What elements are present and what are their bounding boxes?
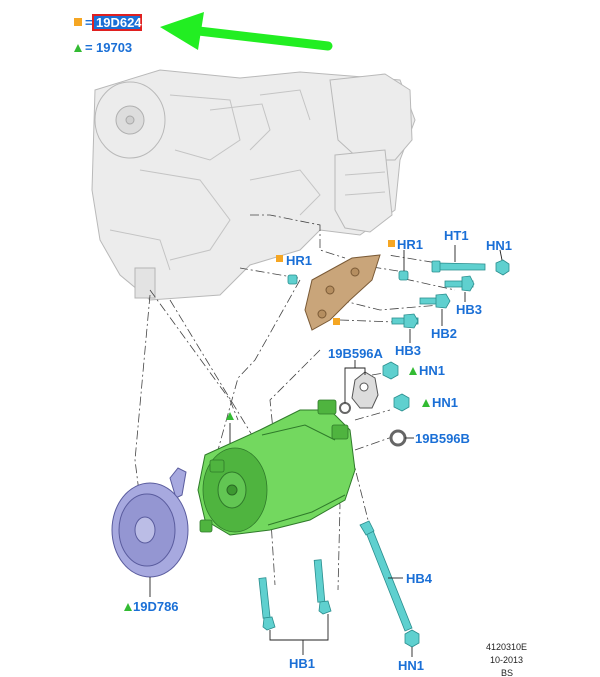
square-marker-icon — [388, 240, 395, 247]
square-marker-icon — [276, 255, 283, 262]
label-hr1-left: HR1 — [286, 253, 312, 268]
triangle-marker-icon — [124, 603, 132, 611]
label-ht1: HT1 — [444, 228, 469, 243]
legend-triangle-code: 19703 — [96, 40, 132, 55]
drawing-date: 10-2013 — [490, 655, 523, 665]
arrow-icon — [160, 12, 333, 51]
triangle-marker-icon — [409, 367, 417, 375]
bracket — [304, 254, 381, 331]
engine-block — [91, 69, 416, 301]
legend: = 19D624 = 19703 — [74, 14, 142, 55]
clutch-pulley — [111, 467, 189, 611]
drawing-reference: 4120310E 10-2013 BS — [486, 642, 527, 677]
bracket-bolts — [276, 240, 409, 285]
label-hb3-b: HB3 — [395, 343, 421, 358]
triangle-marker-icon — [74, 44, 82, 52]
oring-19b596b — [389, 429, 407, 447]
legend-square-code: 19D624 — [96, 15, 142, 30]
bolt-hb3-b — [391, 313, 419, 343]
nut-hn1-mid-b — [393, 393, 430, 412]
legend-square-equals: = — [85, 15, 93, 30]
drawing-code: 4120310E — [486, 642, 527, 652]
part-labels: HR1 HR1 HT1 HN1 HB3 HB2 HB3 19B596A HN1 … — [133, 228, 512, 673]
stud-ht1 — [431, 245, 486, 273]
label-19b596b: 19B596B — [415, 431, 470, 446]
label-hn1-top: HN1 — [486, 238, 512, 253]
legend-triangle-equals: = — [85, 40, 93, 55]
nut-hn1-bottom — [404, 629, 420, 657]
label-hb1: HB1 — [289, 656, 315, 671]
triangle-marker-icon — [422, 399, 430, 407]
label-hb3-a: HB3 — [456, 302, 482, 317]
bolt-hb3-a — [444, 275, 475, 302]
ac-compressor — [197, 399, 356, 536]
label-hn1-mid-a: HN1 — [419, 363, 445, 378]
bolt-hb1-pair — [258, 559, 332, 655]
label-hr1-right: HR1 — [397, 237, 423, 252]
label-hn1-bottom: HN1 — [398, 658, 424, 673]
label-hn1-mid-b: HN1 — [432, 395, 458, 410]
nut-hn1-top — [495, 249, 510, 276]
label-hb4: HB4 — [406, 571, 433, 586]
bolt-hb2 — [419, 293, 451, 326]
drawing-initials: BS — [501, 668, 513, 677]
square-marker-icon — [333, 318, 340, 325]
triangle-marker-icon — [226, 412, 234, 420]
label-19d786: 19D786 — [133, 599, 179, 614]
square-marker-icon — [74, 18, 82, 26]
highlight-box — [92, 14, 142, 31]
nut-hn1-mid-a — [382, 361, 417, 380]
label-19b596a: 19B596A — [328, 346, 384, 361]
bolt-hb4 — [359, 520, 413, 632]
gasket-19b596a — [339, 360, 379, 414]
label-hb2: HB2 — [431, 326, 457, 341]
